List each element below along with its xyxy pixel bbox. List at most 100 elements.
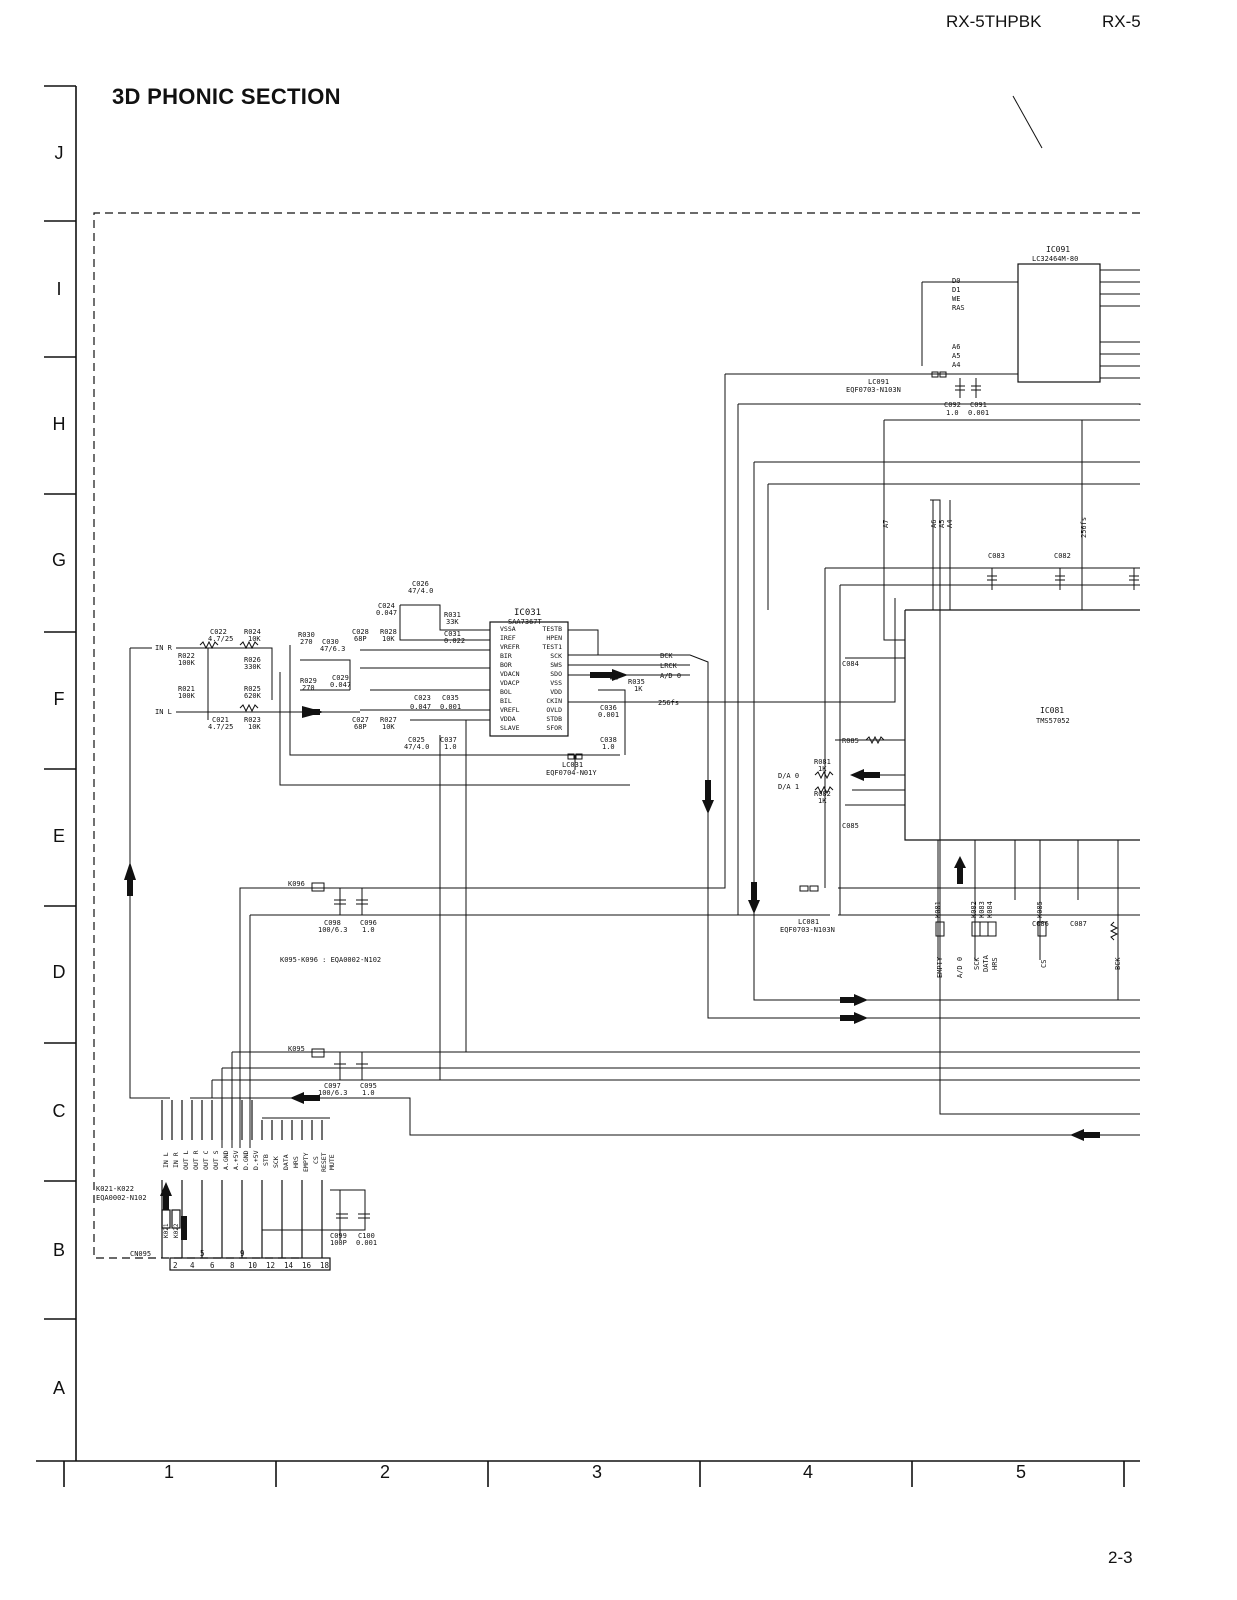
r027-value: 10K: [382, 723, 395, 731]
section-title: 3D PHONIC SECTION: [112, 84, 341, 109]
cn-pin-label: D.+5V: [252, 1150, 260, 1170]
d-signal-label: SCK: [973, 957, 981, 970]
ic031-pin: BIR: [500, 652, 512, 660]
ic031-pin: VDDA: [500, 715, 516, 723]
signal-ad0: A/D 0: [660, 672, 681, 680]
c098-ref: C098: [324, 919, 341, 927]
labels: IN R IN L C022 4.7/25 R024 10K R022 100K…: [96, 378, 1087, 1258]
ic031-pin: STDB: [546, 715, 562, 723]
c092-value: 1.0: [946, 409, 959, 417]
r082-ref: R082: [814, 790, 831, 798]
ic031-pin: VREFR: [500, 643, 520, 651]
cn-number: 18: [320, 1261, 330, 1270]
k-sub-label: K022: [173, 1223, 180, 1238]
c036-ref: C036: [600, 704, 617, 712]
grid-col-label: 2: [379, 1462, 390, 1482]
ic091-body: [1017, 263, 1101, 383]
bus-label: A7: [882, 520, 890, 528]
d-signal-label: CS: [1040, 960, 1048, 968]
c099-value: 100P: [330, 1239, 347, 1247]
c025-ref: C025: [408, 736, 425, 744]
r031-ref: R031: [444, 611, 461, 619]
c028-value: 68P: [354, 635, 367, 643]
cn-pin-label: A.GND: [222, 1150, 230, 1170]
ic031-pin: SLAVE: [500, 724, 520, 732]
ic031-pin: BIL: [500, 697, 512, 705]
c037-value: 1.0: [444, 743, 457, 751]
grid-row-label: D: [52, 962, 66, 982]
c028-ref: C028: [352, 628, 369, 636]
k-ref-label: K082: [970, 901, 978, 918]
k-ref-label: K084: [986, 901, 994, 918]
ic031-pin: CKIN: [546, 697, 562, 705]
ic031-pin: SFOR: [546, 724, 562, 732]
arrow-left-icon: [290, 1092, 304, 1104]
grid-row-label: H: [52, 414, 66, 434]
c084-ref: C084: [842, 660, 859, 668]
signal-256fs: 256fs: [658, 699, 679, 707]
d-signal-label: A/D 0: [956, 957, 964, 978]
c095-ref: C095: [360, 1082, 377, 1090]
arrow-left-icon: [864, 772, 880, 778]
r085-ref: R085: [842, 737, 859, 745]
ic091-part: LC32464M-80: [1032, 255, 1078, 263]
cn095-ref: CN095: [130, 1250, 151, 1258]
lc031-part: EQF0704-N01Y: [546, 769, 597, 777]
c096-ref: C096: [360, 919, 377, 927]
c097-ref: C097: [324, 1082, 341, 1090]
ic081-part: TMS57052: [1036, 717, 1070, 725]
r030-value: 270: [300, 638, 313, 646]
bus-label: A4: [952, 361, 960, 369]
k095-k096-note: K095-K096 : EQA0002-N102: [280, 956, 381, 964]
c082-ref: C082: [1054, 552, 1071, 560]
r031-value: 33K: [446, 618, 459, 626]
r026-ref: R026: [244, 656, 261, 664]
c085-ref: C085: [842, 822, 859, 830]
c023-value: 0.047: [410, 703, 431, 711]
k021-k022-ref: K021-K022: [96, 1185, 134, 1193]
cn-number: 6: [210, 1261, 215, 1270]
arrow-right-icon: [306, 709, 320, 715]
ic031-pin: VDD: [550, 688, 562, 696]
r025-ref: R025: [244, 685, 261, 693]
c021-value: 4.7/25: [208, 723, 233, 731]
c027-value: 68P: [354, 723, 367, 731]
ic031-pin: OVLD: [546, 706, 562, 714]
c083-ref: C083: [988, 552, 1005, 560]
c022-ref: C022: [210, 628, 227, 636]
ic031-pin: HPEN: [546, 634, 562, 642]
cn-number: 4: [190, 1261, 195, 1270]
arrow-left-icon: [1084, 1132, 1100, 1138]
arrow-down-icon: [702, 800, 714, 814]
signal-da1: D/A 1: [778, 783, 799, 791]
c025-value: 47/4.0: [404, 743, 429, 751]
grid-row-label: C: [52, 1101, 66, 1121]
cn-pin-label: IN L: [162, 1152, 170, 1168]
ic031-right-pins: TESTB HPEN TEST1 SCK SWS SDO VSS VDD CKI…: [542, 625, 562, 732]
r023-value: 10K: [248, 723, 261, 731]
bus-label: A6: [930, 520, 938, 528]
cn-number: 14: [284, 1261, 294, 1270]
c027-ref: C027: [352, 716, 369, 724]
bus-label: 256fs: [1080, 517, 1088, 538]
cn-pin-label: EMPTY: [302, 1152, 310, 1172]
thick-bar: [181, 1216, 187, 1240]
arrow-down-icon: [748, 900, 760, 914]
k-ref-label: K085: [1036, 901, 1044, 918]
ic031-ref: IC031: [514, 608, 541, 618]
cn-number: 16: [302, 1261, 312, 1270]
header-model-1: RX-5THPBK: [946, 12, 1042, 31]
cn-pin-label: HRS: [292, 1156, 300, 1168]
arrow-up-icon: [957, 868, 963, 884]
c091-ref: C091: [970, 401, 987, 409]
arrow-up-icon: [160, 1182, 172, 1196]
cn-pin-label: DATA: [282, 1154, 290, 1170]
arrow-up-icon: [127, 878, 133, 896]
k-sub-label: K021: [163, 1223, 170, 1238]
c086-ref: C086: [1032, 920, 1049, 928]
c026-ref: C026: [412, 580, 429, 588]
cn-pin-labels: IN L IN R OUT L OUT R OUT C OUT S A.GND …: [162, 1150, 336, 1238]
bus-label: A6: [952, 343, 960, 351]
arrow-right-icon: [840, 1015, 854, 1021]
